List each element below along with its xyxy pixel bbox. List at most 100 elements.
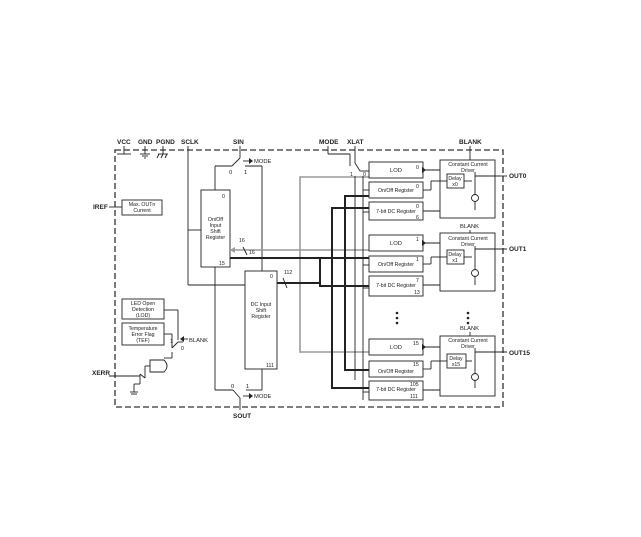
svg-text:112: 112 bbox=[284, 270, 292, 276]
svg-text:0: 0 bbox=[363, 172, 366, 178]
svg-text:15: 15 bbox=[219, 261, 225, 267]
svg-text:Delay: Delay bbox=[448, 252, 462, 258]
svg-text:GND: GND bbox=[138, 139, 153, 146]
channel-out15: BLANK LOD 15 On/Off Register 15 7-bit DC… bbox=[368, 326, 530, 401]
pin-xlat: XLAT 1 0 bbox=[347, 139, 369, 178]
svg-text:0: 0 bbox=[229, 170, 232, 176]
svg-text:1: 1 bbox=[416, 257, 419, 263]
xerr-output: XERR bbox=[92, 359, 168, 395]
pin-iref: IREF bbox=[93, 204, 122, 211]
svg-text:LOD: LOD bbox=[390, 168, 402, 174]
svg-text:LED Open: LED Open bbox=[131, 301, 155, 307]
sin-mode-switch: 0 1 MODE bbox=[214, 157, 272, 271]
svg-text:Delay: Delay bbox=[448, 176, 462, 182]
channel-out0: LOD 0 On/Off Register 0 7-bit DC Registe… bbox=[368, 159, 527, 221]
pin-mode: MODE bbox=[319, 139, 351, 166]
svg-text:Driver: Driver bbox=[461, 344, 475, 350]
pin-pgnd: PGND bbox=[156, 139, 175, 159]
svg-text:1: 1 bbox=[246, 384, 249, 390]
svg-text:Register: Register bbox=[206, 235, 226, 241]
svg-text:111: 111 bbox=[410, 394, 418, 400]
svg-text:Driver: Driver bbox=[461, 168, 475, 174]
svg-text:On/Off Register: On/Off Register bbox=[378, 188, 414, 194]
temperature-error-flag-block: Temperature Error Flag (TEF) bbox=[121, 322, 165, 346]
svg-text:0: 0 bbox=[416, 165, 419, 171]
svg-text:DC Input: DC Input bbox=[251, 302, 272, 308]
svg-text:6: 6 bbox=[416, 215, 419, 221]
svg-text:SCLK: SCLK bbox=[181, 139, 199, 146]
svg-text:1: 1 bbox=[416, 237, 419, 243]
ellipsis-dots bbox=[395, 311, 470, 325]
svg-text:Max. OUTn: Max. OUTn bbox=[129, 202, 156, 208]
svg-text:111: 111 bbox=[266, 363, 274, 369]
svg-text:OUT0: OUT0 bbox=[509, 173, 527, 180]
dc-input-shift-register: DC Input Shift Register 0 111 bbox=[244, 270, 278, 370]
svg-text:LOD: LOD bbox=[390, 241, 402, 247]
svg-text:IREF: IREF bbox=[93, 204, 108, 211]
pin-sclk: SCLK bbox=[181, 139, 245, 286]
channel-out1: BLANK LOD 1 On/Off Register 1 7-bit DC R… bbox=[368, 224, 527, 297]
svg-text:7-bit DC Register: 7-bit DC Register bbox=[376, 387, 416, 393]
svg-text:Constant Current: Constant Current bbox=[448, 162, 488, 168]
svg-text:BLANK: BLANK bbox=[459, 139, 482, 146]
svg-text:On/Off Register: On/Off Register bbox=[378, 262, 414, 268]
svg-text:Error Flag: Error Flag bbox=[131, 332, 154, 338]
svg-text:7: 7 bbox=[416, 278, 419, 284]
svg-text:Temperature: Temperature bbox=[128, 326, 157, 332]
svg-text:Input: Input bbox=[210, 223, 222, 229]
svg-text:Detection: Detection bbox=[132, 307, 154, 313]
xerr-blank-switch: 1 0 BLANK bbox=[164, 309, 208, 359]
svg-text:OUT15: OUT15 bbox=[509, 350, 530, 357]
svg-text:SIN: SIN bbox=[233, 139, 244, 146]
svg-text:13: 13 bbox=[414, 290, 420, 296]
svg-text:15: 15 bbox=[413, 362, 419, 368]
svg-text:MODE: MODE bbox=[254, 394, 272, 400]
svg-text:16: 16 bbox=[249, 250, 255, 256]
pin-blank: BLANK bbox=[459, 139, 482, 160]
sout-mode-switch: 0 1 MODE SOUT bbox=[214, 267, 272, 420]
svg-text:7-bit DC Register: 7-bit DC Register bbox=[376, 283, 416, 289]
pin-vcc: VCC bbox=[117, 139, 131, 155]
svg-text:0: 0 bbox=[222, 194, 225, 200]
svg-text:Current: Current bbox=[133, 208, 151, 214]
svg-text:0: 0 bbox=[270, 274, 273, 280]
svg-text:MODE: MODE bbox=[319, 139, 339, 146]
svg-text:0: 0 bbox=[416, 184, 419, 190]
svg-text:Shift: Shift bbox=[256, 308, 267, 314]
svg-text:Shift: Shift bbox=[210, 229, 221, 235]
svg-text:(TEF): (TEF) bbox=[136, 338, 150, 344]
svg-text:x0: x0 bbox=[452, 182, 458, 188]
led-open-detection-block: LED Open Detection (LOD) bbox=[121, 298, 165, 320]
svg-text:0: 0 bbox=[181, 346, 184, 352]
svg-text:XLAT: XLAT bbox=[347, 139, 364, 146]
svg-text:0: 0 bbox=[416, 204, 419, 210]
svg-text:Register: Register bbox=[251, 314, 271, 320]
svg-text:MODE: MODE bbox=[254, 159, 272, 165]
svg-text:OUT1: OUT1 bbox=[509, 246, 527, 253]
svg-text:105: 105 bbox=[410, 382, 419, 388]
onoff-input-shift-register: On/Off Input Shift Register 0 15 bbox=[200, 189, 231, 268]
svg-text:(LOD): (LOD) bbox=[136, 313, 150, 319]
svg-text:Constant Current: Constant Current bbox=[448, 236, 488, 242]
svg-text:VCC: VCC bbox=[117, 139, 131, 146]
svg-text:Driver: Driver bbox=[461, 242, 475, 248]
svg-text:0: 0 bbox=[231, 384, 234, 390]
svg-text:16: 16 bbox=[239, 238, 245, 244]
pin-sin: SIN bbox=[233, 139, 244, 158]
black-bus-wires: 16 16 112 bbox=[230, 176, 371, 400]
svg-text:PGND: PGND bbox=[156, 139, 175, 146]
svg-text:BLANK: BLANK bbox=[460, 224, 479, 230]
chip-boundary bbox=[114, 149, 504, 408]
svg-text:x1: x1 bbox=[452, 258, 458, 264]
svg-text:On/Off Register: On/Off Register bbox=[378, 369, 414, 375]
svg-text:BLANK: BLANK bbox=[460, 326, 479, 332]
svg-text:Constant Current: Constant Current bbox=[448, 338, 488, 344]
svg-text:15: 15 bbox=[413, 341, 419, 347]
svg-text:Delay: Delay bbox=[449, 356, 463, 362]
svg-text:1: 1 bbox=[170, 339, 173, 345]
svg-text:7-bit DC Register: 7-bit DC Register bbox=[376, 209, 416, 215]
svg-text:LOD: LOD bbox=[390, 345, 402, 351]
max-outn-current-block: Max. OUTn Current bbox=[121, 199, 163, 216]
pin-gnd: GND bbox=[138, 139, 153, 159]
